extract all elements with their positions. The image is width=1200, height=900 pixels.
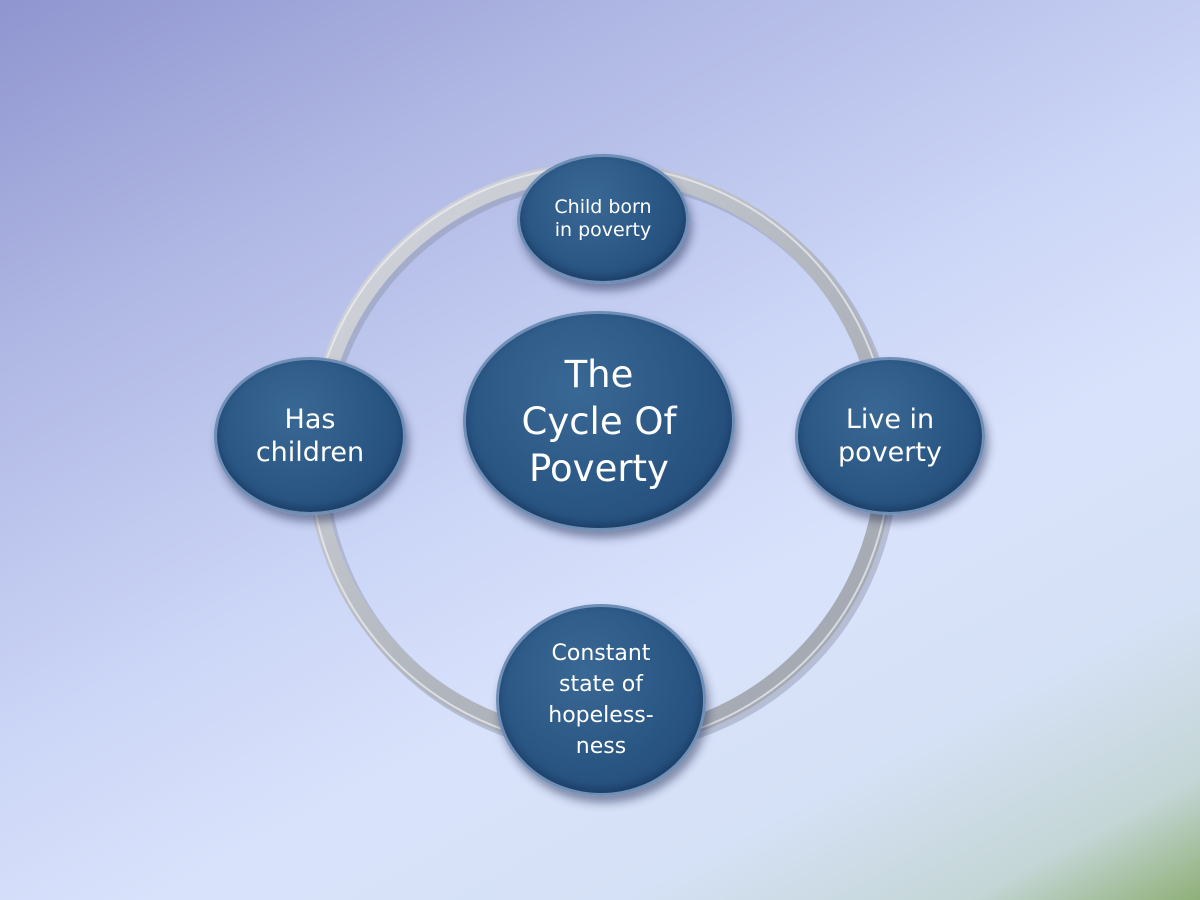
center-title: The Cycle Of Poverty — [521, 352, 677, 490]
center-node-cycle-of-poverty: The Cycle Of Poverty — [463, 311, 735, 531]
node-top-label: Child born in poverty — [554, 196, 652, 241]
node-bottom-label: Constant state of hopeless- ness — [548, 641, 654, 759]
node-has-children: Has children — [214, 357, 406, 515]
node-right-label: Live in poverty — [838, 404, 942, 468]
node-child-born-in-poverty: Child born in poverty — [517, 154, 689, 284]
node-left-label: Has children — [255, 404, 365, 468]
node-constant-state-of-hopelessness: Constant state of hopeless- ness — [496, 604, 706, 796]
node-live-in-poverty: Live in poverty — [795, 357, 985, 515]
